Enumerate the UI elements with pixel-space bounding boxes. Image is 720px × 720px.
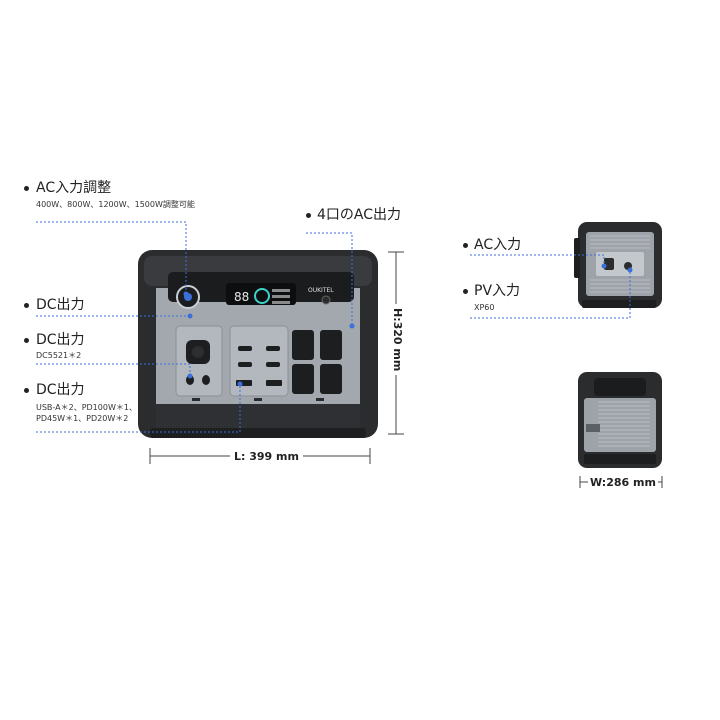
lcd-display [226,283,296,305]
dc-output-2-detail: DC5521＊2 [36,351,82,360]
ac-outlet-3[interactable] [292,364,314,394]
bullet-icon [24,186,29,191]
width-dimension: W:286 mm [588,476,658,489]
power-button[interactable] [321,295,331,305]
ac-outlet-4[interactable] [320,364,342,394]
brand-logo: OUKITEL [308,287,334,294]
dc-output-1-title: DC出力 [36,297,85,313]
ac-input-adjust-detail: 400W、800W、1200W、1500W調整可能 [36,200,195,209]
dc-output-2-title: DC出力 [36,332,85,348]
height-dimension: H:320 mm [391,304,404,376]
bullet-icon [306,213,311,218]
bullet-icon [463,289,468,294]
ac-input-port[interactable] [604,258,614,270]
ac-outlet-2[interactable] [320,330,342,360]
dc5521-port-2[interactable] [202,375,210,385]
dc-output-3-detail-line1: USB-A＊2、PD100W＊1、 [36,403,137,412]
bullet-icon [24,338,29,343]
callout-lines [36,221,353,433]
dc-output-3-title: DC出力 [36,382,85,398]
back-view-device [574,222,662,308]
bullet-icon [24,303,29,308]
front-view-device: 88 OUKITEL [138,250,378,438]
pv-input-title: PV入力 [474,283,521,299]
ac-outlet-1[interactable] [292,330,314,360]
bullet-icon [463,243,468,248]
display-value: 88 [234,290,249,304]
length-dimension: L: 399 mm [230,450,303,463]
usb-panel [229,325,289,397]
bullet-icon [24,388,29,393]
pv-input-detail: XP60 [474,303,495,312]
ac-input-title: AC入力 [474,237,522,253]
ac-outlets [292,330,342,394]
side-view-device [578,372,662,468]
ac-input-adjust-title: AC入力調整 [36,180,112,196]
ac-outputs-title: 4口のAC出力 [317,207,402,223]
dc-output-3-detail-line2: PD45W＊1、PD20W＊2 [36,414,129,423]
